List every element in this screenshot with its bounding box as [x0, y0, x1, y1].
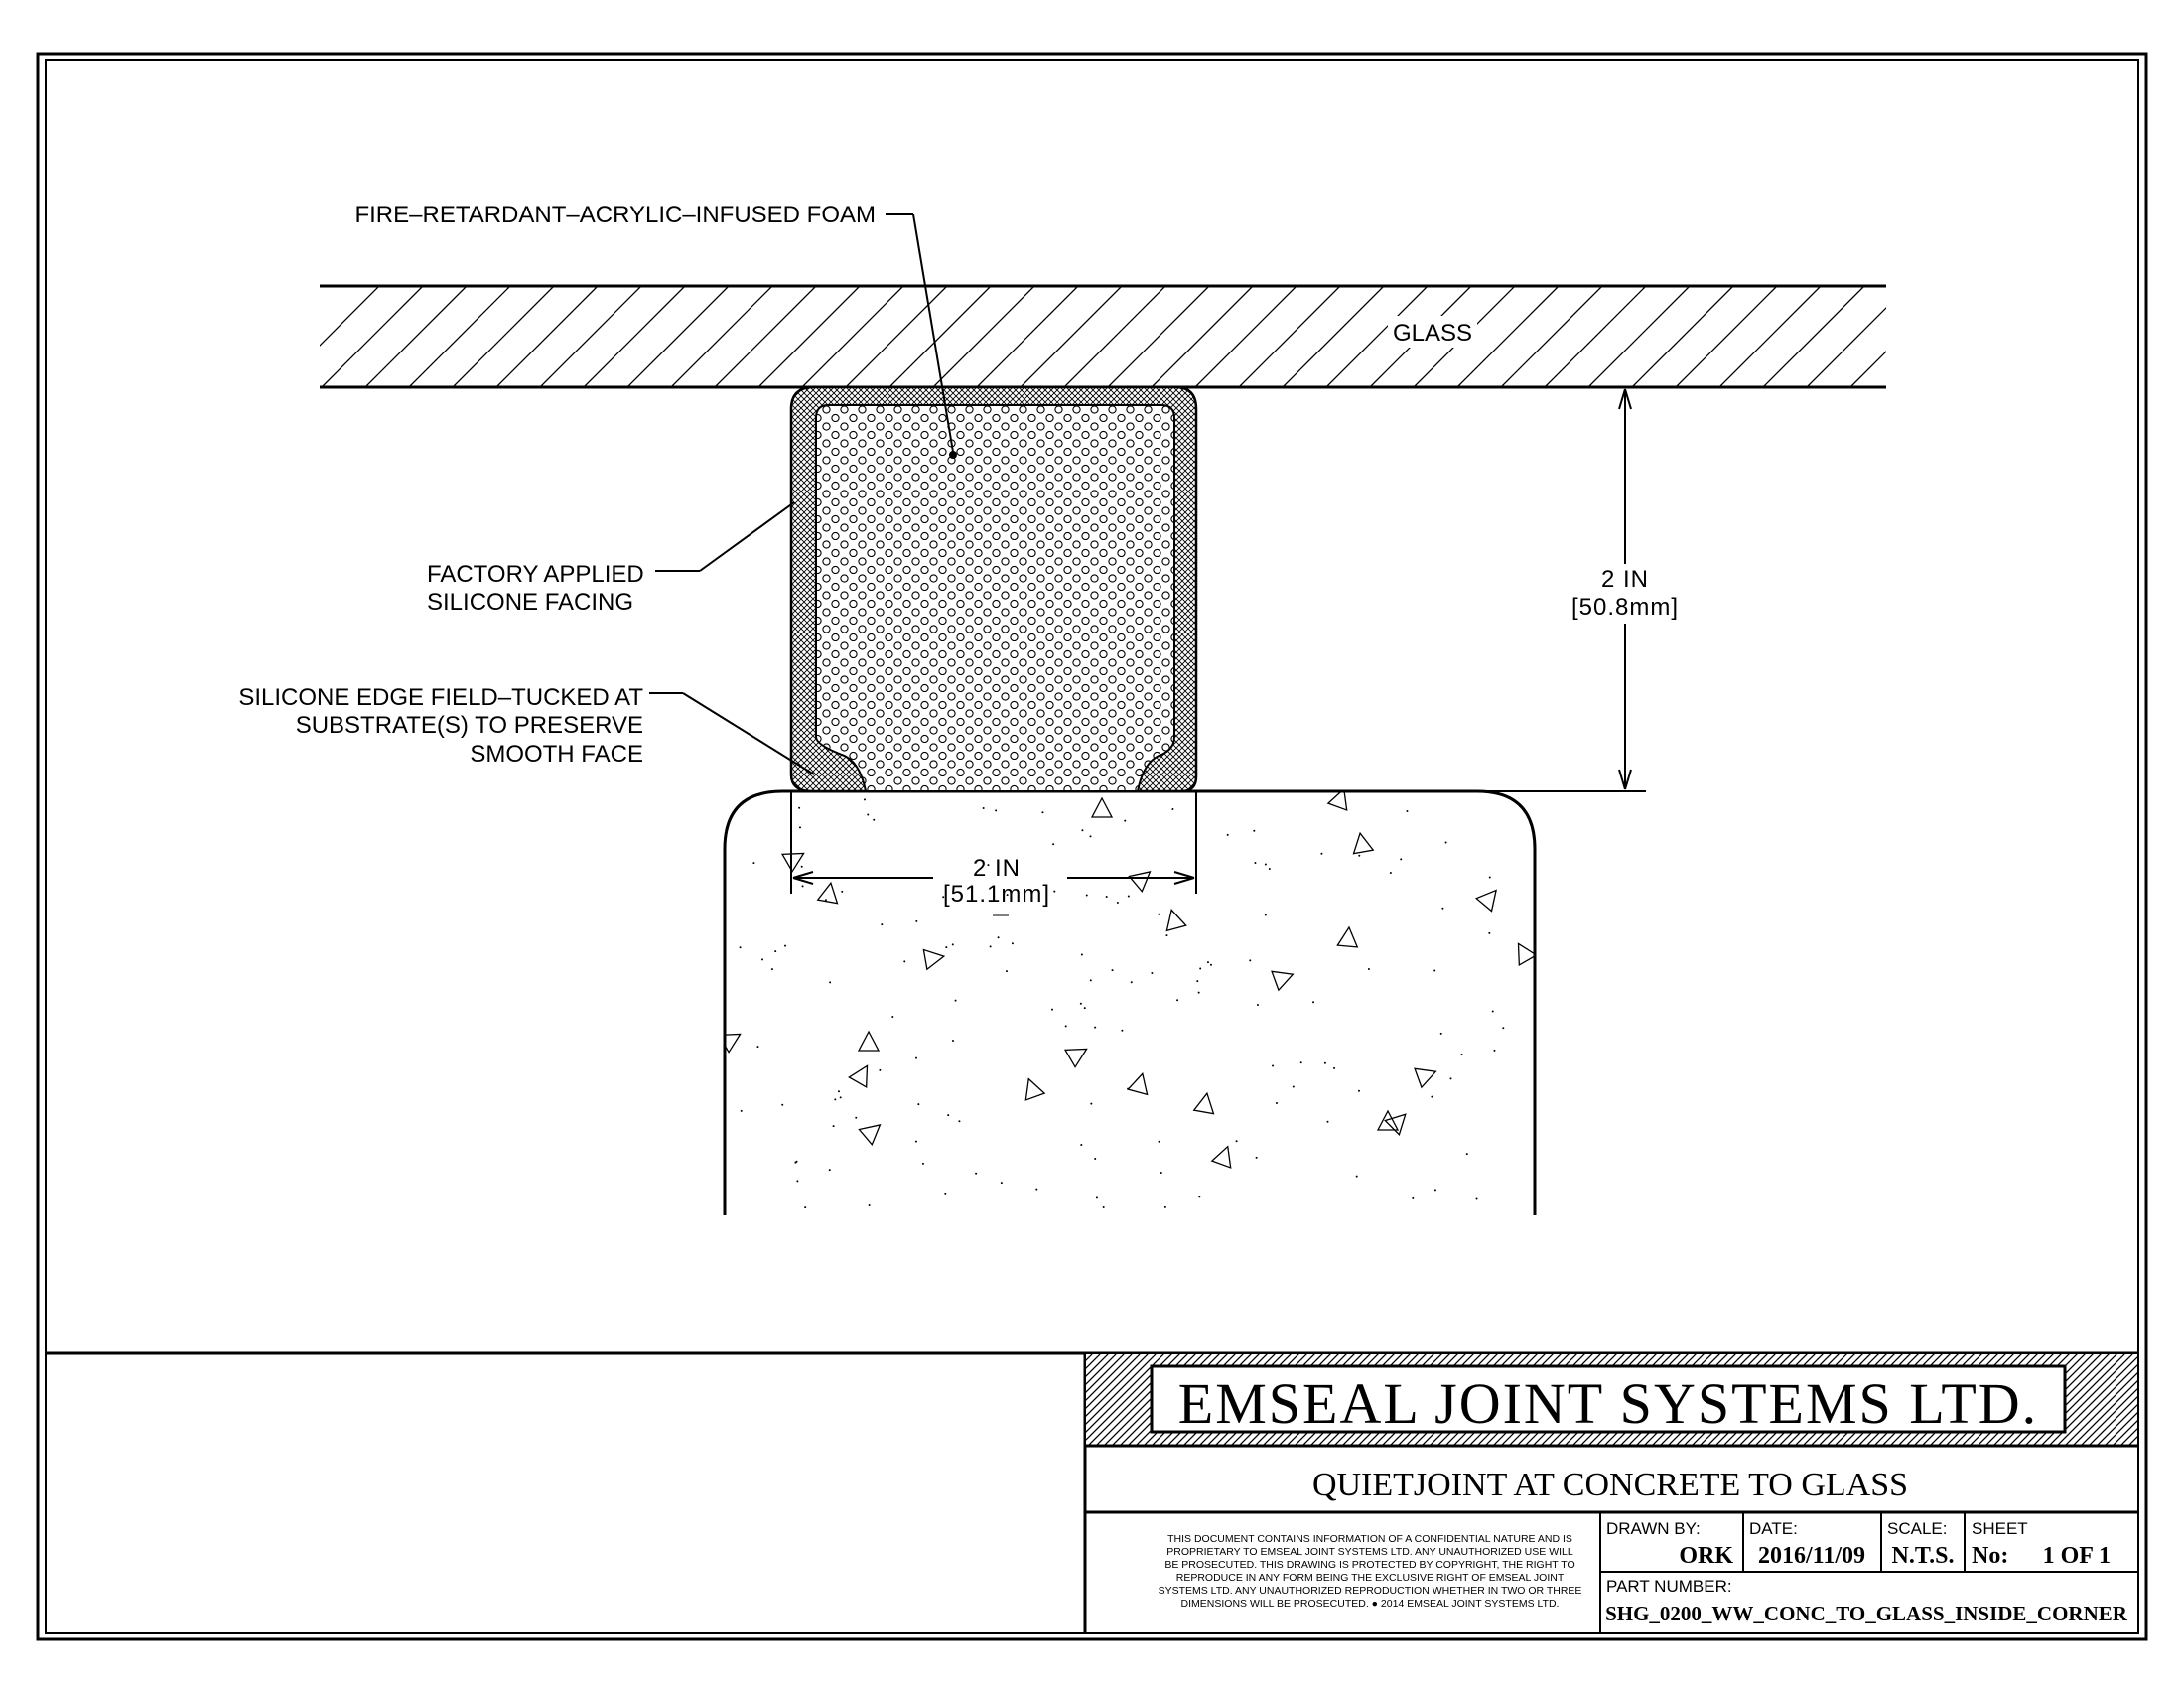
svg-text:DIMENSIONS WILL BE PROSECUTED.: DIMENSIONS WILL BE PROSECUTED. ● 2014 EM… — [1181, 1598, 1560, 1610]
facing-callout: FACTORY APPLIED SILICONE FACING — [427, 501, 795, 616]
facing-label-line-1: FACTORY APPLIED — [427, 561, 644, 588]
vertical-dimension: 2 IN [50.8mm] — [1156, 388, 1682, 792]
svg-text:THIS DOCUMENT CONTAINS INFORMA: THIS DOCUMENT CONTAINS INFORMATION OF A … — [1167, 1533, 1572, 1545]
outer-border — [36, 52, 2148, 1641]
company-banner — [1150, 1364, 2067, 1434]
drawn-by-label: DRAWN BY: — [1606, 1519, 1701, 1538]
concrete-substrate — [723, 789, 1537, 1215]
inner-border — [45, 59, 2139, 1634]
sheet-label: SHEET — [1972, 1519, 2028, 1538]
company-name: EMSEAL JOINT SYSTEMS LTD. — [1178, 1371, 2038, 1436]
edge-field-callout: SILICONE EDGE FIELD–TUCKED AT SUBSTRATE(… — [238, 684, 815, 775]
horizontal-dim-in: 2 IN — [973, 855, 1021, 882]
svg-text:PROPRIETARY TO EMSEAL JOINT SY: PROPRIETARY TO EMSEAL JOINT SYSTEMS LTD.… — [1166, 1546, 1573, 1558]
glass-label: GLASS — [1393, 320, 1472, 347]
sheet-value: 1 OF 1 — [2043, 1543, 2111, 1569]
facing-label-line-2: SILICONE FACING — [427, 589, 633, 616]
foam-callout: FIRE–RETARDANT–ACRYLIC–INFUSED FOAM — [354, 202, 957, 459]
svg-text:REPRODUCE IN ANY FORM BEING TH: REPRODUCE IN ANY FORM BEING THE EXCLUSIV… — [1176, 1572, 1565, 1584]
vertical-dim-mm: [50.8mm] — [1571, 594, 1679, 621]
drawn-by-value: ORK — [1679, 1543, 1733, 1569]
quietjoint-seal — [789, 385, 1198, 793]
foam-core — [815, 404, 1175, 792]
edge-label-line-3: SMOOTH FACE — [470, 741, 643, 768]
glass-panel: GLASS — [320, 284, 1886, 389]
horizontal-dim-mm: [51.1mm] — [943, 881, 1050, 908]
horizontal-dimension: 2 IN [51.1mm] — [790, 791, 1197, 916]
foam-label: FIRE–RETARDANT–ACRYLIC–INFUSED FOAM — [354, 202, 876, 228]
svg-text:BE PROSECUTED. THIS DRAWING IS: BE PROSECUTED. THIS DRAWING IS PROTECTED… — [1164, 1559, 1574, 1571]
edge-label-line-1: SILICONE EDGE FIELD–TUCKED AT — [238, 684, 643, 711]
title-block: EMSEAL JOINT SYSTEMS LTD. QUIETJOINT AT … — [1083, 1352, 2139, 1633]
date-label: DATE: — [1749, 1519, 1798, 1538]
scale-label: SCALE: — [1887, 1519, 1947, 1538]
part-number-label: PART NUMBER: — [1606, 1577, 1732, 1596]
vertical-dim-in: 2 IN — [1601, 566, 1649, 593]
svg-text:SYSTEMS LTD. ANY UNAUTHORIZED: SYSTEMS LTD. ANY UNAUTHORIZED REPRODUCTI… — [1159, 1585, 1582, 1597]
scale-value: N.T.S. — [1892, 1543, 1955, 1569]
date-value: 2016/11/09 — [1758, 1543, 1865, 1569]
part-number-value: SHG_0200_WW_CONC_TO_GLASS_INSIDE_CORNER — [1605, 1602, 2128, 1625]
edge-label-line-2: SUBSTRATE(S) TO PRESERVE — [296, 712, 643, 739]
drawing-title: QUIETJOINT AT CONCRETE TO GLASS — [1312, 1467, 1908, 1503]
confidential-notice: THIS DOCUMENT CONTAINS INFORMATION OF A … — [1159, 1533, 1582, 1610]
sheet-no-label: No: — [1972, 1543, 2008, 1569]
